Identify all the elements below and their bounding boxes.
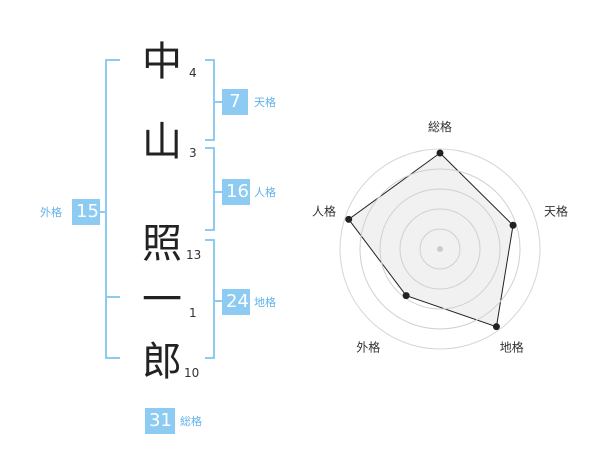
stroke-count-2: 3 xyxy=(189,146,197,160)
stroke-count-4: 1 xyxy=(189,306,197,320)
stroke-count-5: 10 xyxy=(184,366,200,380)
gaikaku-value-badge: 15 xyxy=(72,199,100,225)
soukaku-label: 総格 xyxy=(180,415,202,428)
soukaku-value-badge: 31 xyxy=(145,408,175,434)
radar-ring-inner xyxy=(359,168,521,330)
chikaku-label: 地格 xyxy=(254,296,276,309)
name-char-3: 照 xyxy=(142,221,182,267)
name-char-5: 郎 xyxy=(142,339,182,385)
name-char-1: 中 xyxy=(142,39,182,85)
radar-point-4 xyxy=(402,292,410,300)
gaikaku-bracket xyxy=(105,59,120,359)
radar-axis-label-1: 総格 xyxy=(428,119,452,134)
stroke-count-3: 13 xyxy=(186,248,202,262)
radar-ring-inner xyxy=(399,208,481,290)
radar-center-dot xyxy=(437,246,443,252)
radar-point-1 xyxy=(436,149,444,157)
radar-axis-label-3: 地格 xyxy=(500,340,524,355)
name-char-4: 一 xyxy=(142,277,182,323)
radar-point-2 xyxy=(509,221,517,229)
stroke-count-1: 4 xyxy=(189,66,197,80)
jinkaku-bracket xyxy=(205,147,215,231)
gaikaku-label: 外格 xyxy=(40,206,62,219)
tenkaku-label: 天格 xyxy=(254,96,276,109)
tenkaku-bracket xyxy=(205,59,215,141)
radar-axis-label-4: 外格 xyxy=(356,340,380,355)
radar-ring-inner xyxy=(419,228,461,270)
radar-point-3 xyxy=(492,323,500,331)
radar-series-polygon xyxy=(347,152,514,328)
chikaku-bracket xyxy=(205,239,215,359)
name-char-2: 山 xyxy=(142,119,182,165)
tenkaku-value-badge: 7 xyxy=(222,89,248,115)
chikaku-value-badge: 24 xyxy=(222,289,250,315)
radar-axis-label-5: 人格 xyxy=(312,203,336,218)
radar-axis-label-2: 天格 xyxy=(544,203,568,218)
jinkaku-label: 人格 xyxy=(254,186,276,199)
radar-ring-inner xyxy=(379,188,501,310)
jinkaku-value-badge: 16 xyxy=(222,179,250,205)
radar-point-5 xyxy=(345,215,353,223)
